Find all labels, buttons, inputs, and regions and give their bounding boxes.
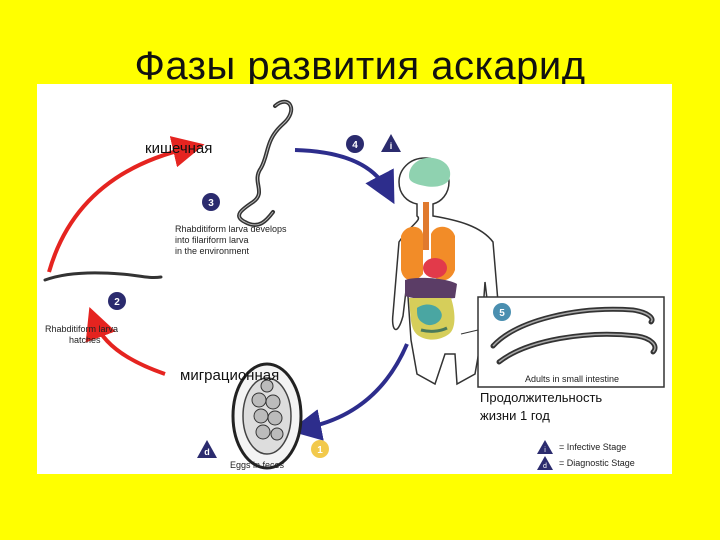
badge-stage-5-label: 5: [499, 308, 505, 319]
label-intestinal: кишечная: [145, 140, 213, 157]
legend: i = Infective Stage d = Diagnostic Stage: [537, 440, 635, 470]
badge-stage-1-label: 1: [317, 445, 323, 456]
badge-stage-2-label: 2: [114, 297, 120, 308]
label-lifespan-line2: жизни 1 год: [480, 408, 550, 423]
caption-stage3-line1: Rhabditiform larva develops: [175, 224, 287, 234]
caption-eggs: Eggs in feces: [230, 460, 285, 470]
badge-infective-i: i: [381, 134, 401, 152]
label-lifespan-line1: Продолжительность: [480, 390, 603, 405]
arrow-blue-lower: [289, 343, 409, 441]
caption-stage2-line2: hatches: [69, 335, 101, 345]
arrow-red-lower: [85, 307, 166, 376]
rhabditiform-larva: [43, 271, 163, 282]
legend-diagnostic: = Diagnostic Stage: [559, 458, 635, 468]
legend-i-label: i: [544, 447, 546, 454]
life-cycle-diagram: 4 i 3 2 5 d 1 Rhabditiform larva develop…: [37, 84, 672, 474]
slide-title: Фазы развития аскарид: [134, 44, 586, 88]
arrow-blue-upper: [294, 148, 395, 205]
caption-stage3-line3: in the environment: [175, 246, 250, 256]
caption-stage3-line2: into filariform larva: [175, 235, 249, 245]
badge-d-label: d: [204, 447, 210, 457]
badge-i-label: i: [390, 141, 393, 151]
label-lifespan: Продолжительность жизни 1 год: [480, 389, 602, 425]
badge-diagnostic-d: d: [197, 440, 217, 458]
badge-stage-5: 5: [493, 303, 511, 321]
badge-stage-3: 3: [202, 193, 220, 211]
legend-infective-icon: [537, 440, 553, 454]
badge-stage-4-label: 4: [352, 140, 358, 151]
legend-diagnostic-icon: [537, 456, 553, 470]
caption-adults: Adults in small intestine: [525, 374, 619, 384]
badge-stage-1: 1: [311, 440, 329, 458]
human-body: [391, 157, 501, 386]
caption-stage2-line1: Rhabditiform larva: [45, 324, 118, 334]
egg-illustration: [231, 362, 303, 470]
badge-stage-2: 2: [108, 292, 126, 310]
life-cycle-svg: 4 i 3 2 5 d 1 Rhabditiform larva develop…: [43, 99, 665, 470]
legend-infective: = Infective Stage: [559, 442, 626, 452]
arrow-red-upper: [47, 136, 205, 273]
badge-stage-4: 4: [346, 135, 364, 153]
badge-stage-3-label: 3: [208, 198, 214, 209]
legend-d-label: d: [543, 463, 547, 470]
label-migration: миграционная: [180, 367, 280, 384]
